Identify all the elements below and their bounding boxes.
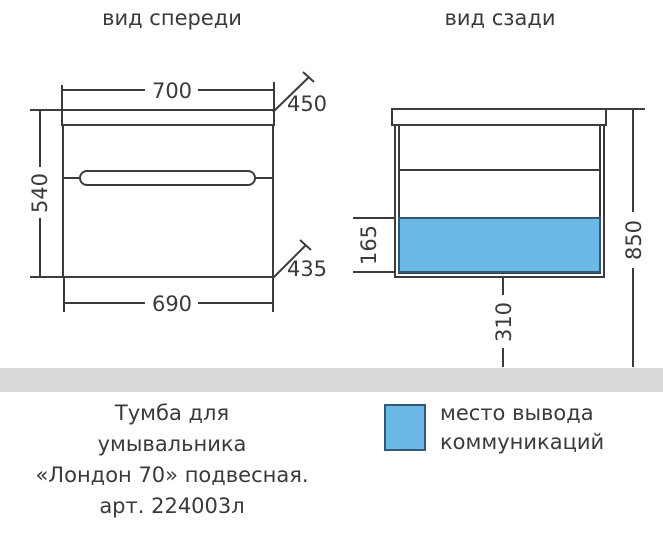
- utility-zone: [398, 217, 601, 273]
- dim-bottom-width: 690: [152, 292, 192, 316]
- legend-swatch: [384, 404, 426, 451]
- back-countertop: [391, 108, 607, 126]
- front-view-title: вид спереди: [102, 6, 242, 30]
- dim-top-depth: 450: [287, 92, 327, 116]
- dim-height: 540: [28, 173, 52, 213]
- floor: [0, 368, 663, 392]
- drawer-handle: [79, 170, 256, 186]
- product-line-2: умывальника: [97, 432, 247, 456]
- dim-utility-height: 165: [357, 225, 381, 265]
- front-countertop: [61, 109, 275, 126]
- product-line-3: «Лондон 70» подвесная.: [35, 463, 309, 487]
- dim-bottom-depth: 435: [287, 257, 327, 281]
- front-view: [30, 71, 315, 312]
- back-view: [353, 108, 645, 367]
- front-body: [62, 124, 274, 278]
- legend-line-2: коммуникаций: [440, 430, 605, 454]
- dim-top-width: 700: [152, 79, 192, 103]
- dim-floor-top: 850: [622, 220, 646, 260]
- dim-floor-bottom: 310: [492, 302, 516, 342]
- back-view-title: вид сзади: [444, 6, 556, 30]
- product-article: арт. 224003л: [99, 494, 245, 518]
- product-line-1: Тумба для: [114, 401, 230, 425]
- legend-line-1: место вывода: [440, 401, 594, 425]
